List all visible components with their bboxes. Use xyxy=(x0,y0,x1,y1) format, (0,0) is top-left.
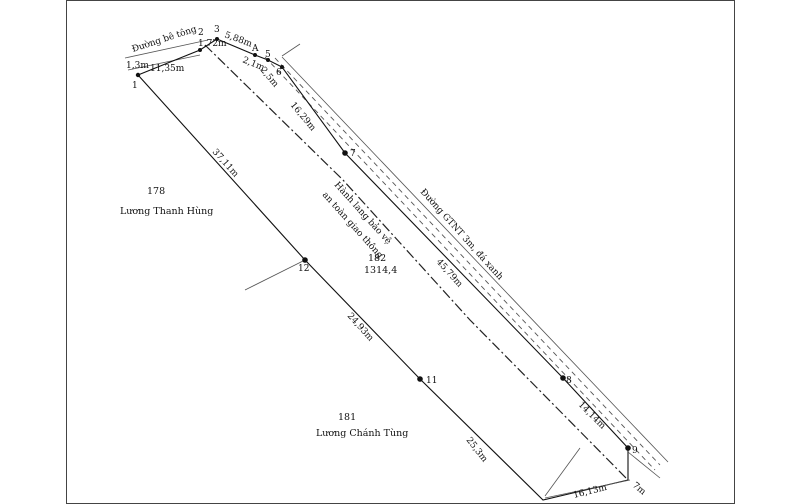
vertex-marker-9 xyxy=(625,445,631,451)
corridor-line xyxy=(204,44,629,481)
parcel-area: 1314,4 xyxy=(364,265,397,276)
neighbor-boundary-bottom xyxy=(544,447,581,497)
road-gtnt-label: Đường GTNT 3m, đá xanh xyxy=(418,187,506,283)
vertex-label-8: 8 xyxy=(566,376,572,386)
vertex-label-7: 7 xyxy=(350,149,356,159)
dim-11-35m: 11,35m xyxy=(150,64,185,74)
road-edge-center xyxy=(274,57,661,466)
vertex-marker-12 xyxy=(302,257,308,263)
vertex-label-3: 3 xyxy=(214,25,220,35)
vertex-marker-7 xyxy=(342,150,348,156)
vertex-label-12: 12 xyxy=(298,264,309,274)
road-edge-outer xyxy=(281,56,669,463)
concrete-road-edge-top xyxy=(124,39,209,59)
vertex-marker-5 xyxy=(266,58,270,62)
vertex-marker-1 xyxy=(135,72,141,78)
vertex-label-5: 5 xyxy=(265,50,271,60)
vertex-label-9: 9 xyxy=(632,446,638,456)
vertex-label-11: 11 xyxy=(426,376,437,386)
concrete-road-edge-bottom xyxy=(127,54,201,71)
dim-16-29m: 16,29m xyxy=(288,101,318,134)
road-concrete-label: Đường bê tông xyxy=(131,23,199,54)
dim-7m: 7m xyxy=(630,481,648,498)
dim-16-13m: 16,13m xyxy=(572,483,608,501)
vertex-marker-3 xyxy=(215,37,219,41)
dim-1-72m: 1,72m xyxy=(198,39,227,49)
vertex-marker-8 xyxy=(560,375,566,381)
parcel-boundary xyxy=(137,38,629,501)
dim-1-3m: 1,3m xyxy=(126,61,149,71)
vertex-label-1: 1 xyxy=(132,81,138,91)
dim-16-13-line xyxy=(544,479,631,499)
owner-bottom-name: Lương Chánh Tùng xyxy=(316,428,408,439)
dim-45-79m: 45,79m xyxy=(434,257,465,290)
vertex-marker-2 xyxy=(198,48,202,52)
owner-bottom-parcel-number: 181 xyxy=(338,412,356,423)
owner-left-parcel-number: 178 xyxy=(147,186,165,197)
owner-left-name: Lương Thanh Hùng xyxy=(120,206,213,217)
dim-25-3m: 25,3m xyxy=(464,436,490,465)
vertex-marker-11 xyxy=(417,376,423,382)
dim-5-88m: 5,88m xyxy=(223,30,254,49)
neighbor-boundary-left xyxy=(244,259,306,291)
vertex-label-6: 6 xyxy=(276,68,282,78)
parcel-number: 182 xyxy=(368,253,386,264)
dim-7m-line xyxy=(627,451,661,479)
vertex-marker-a xyxy=(253,53,257,57)
road-edge-inner xyxy=(264,56,656,471)
road-edge-stub xyxy=(281,43,301,57)
dim-37-11m: 37,11m xyxy=(210,147,241,180)
vertex-marker-6 xyxy=(280,65,284,69)
vertex-label-a: A xyxy=(251,44,259,54)
vertex-label-2: 2 xyxy=(198,28,204,38)
